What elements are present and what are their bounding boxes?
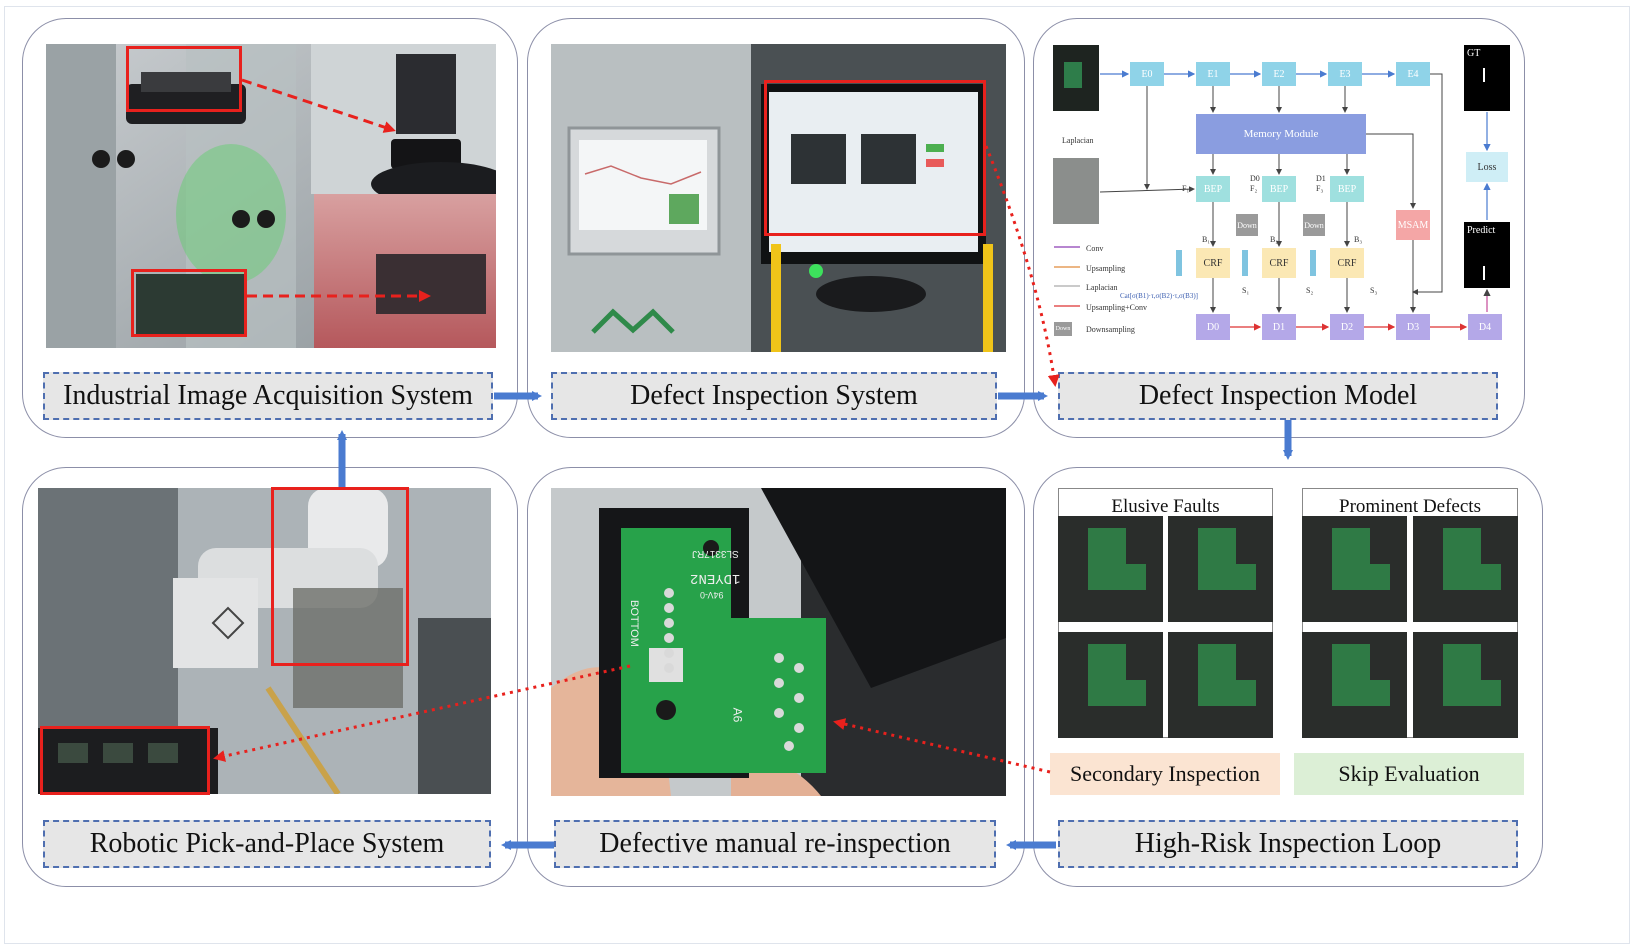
pcb-sample-tab (1088, 680, 1146, 706)
d0-small-label: D0 (1250, 174, 1260, 183)
main-flow (337, 391, 1293, 850)
f3-label: F₃ (1316, 184, 1324, 193)
decoder-d2: D2 (1330, 314, 1364, 340)
gt-image: GT (1464, 45, 1510, 111)
f2-label: F₂ (1250, 184, 1258, 193)
memory-module: Memory Module (1196, 114, 1366, 154)
red-arrow-camera (241, 78, 396, 133)
bep-1: BEP (1196, 176, 1230, 202)
predict-label: Predict (1467, 225, 1496, 236)
reinspection-caption: Defective manual re-inspection (554, 820, 996, 868)
model-diagram: Laplacian E0 E1 E2 E3 E4 Memory Module B… (1050, 42, 1512, 362)
robotic-photo (38, 488, 491, 794)
encoder-e1: E1 (1196, 62, 1230, 86)
model-connections (1054, 68, 1491, 331)
red-arrow-secondary-to-pcb (833, 718, 1051, 774)
elusive-fault-sample (1058, 632, 1163, 738)
bep-3: BEP (1330, 176, 1364, 202)
predict-image: Predict (1464, 222, 1510, 288)
laplacian-image-thumb (1053, 158, 1099, 224)
b1-label: B₁ (1202, 235, 1211, 244)
d1-small-label: D1 (1316, 174, 1326, 183)
bep-2: BEP (1262, 176, 1296, 202)
pcb-sample-tab (1198, 564, 1256, 590)
gt-label: GT (1467, 48, 1481, 59)
legend-conv: Conv (1086, 244, 1104, 253)
pcb-sample-tab (1443, 680, 1501, 706)
prominent-defect-sample (1302, 632, 1407, 738)
b2-label: B₂ (1270, 235, 1279, 244)
s2-label: S₂ (1306, 286, 1314, 295)
elusive-fault-sample (1058, 516, 1163, 622)
pcb-sample-tab (1332, 680, 1390, 706)
prominent-defect-sample (1413, 516, 1518, 622)
encoder-e0: E0 (1130, 62, 1164, 86)
acquisition-caption: Industrial Image Acquisition System (43, 372, 493, 420)
camera-highlight-box (126, 46, 242, 112)
legend-down-swatch: Down (1054, 322, 1072, 336)
elusive-fault-sample (1168, 516, 1273, 622)
legend-upsampling: Upsampling (1086, 264, 1126, 273)
encoder-e4: E4 (1396, 62, 1430, 86)
legend-upsampling-conv: Upsampling+Conv (1086, 303, 1147, 312)
s3-label: S₃ (1370, 286, 1378, 295)
robotic-caption: Robotic Pick-and-Place System (43, 820, 491, 868)
down-2: Down (1303, 214, 1325, 236)
decoder-d3: D3 (1396, 314, 1430, 340)
elusive-fault-sample (1168, 632, 1273, 738)
laplacian-label: Laplacian (1062, 136, 1094, 145)
robot-arm-highlight-box (271, 487, 409, 666)
encoder-e2: E2 (1262, 62, 1296, 86)
loop-caption: High-Risk Inspection Loop (1058, 820, 1518, 868)
secondary-inspection-tag: Secondary Inspection (1050, 753, 1280, 795)
decoder-d4: D4 (1468, 314, 1502, 340)
prominent-defect-sample (1413, 632, 1518, 738)
crf-2: CRF (1262, 248, 1296, 278)
encoder-e3: E3 (1328, 62, 1362, 86)
decoder-d0: D0 (1196, 314, 1230, 340)
skip-evaluation-tag: Skip Evaluation (1294, 753, 1524, 795)
monitor-highlight-box (764, 80, 986, 236)
red-arrow-pcb-to-tray (213, 664, 631, 762)
pcb-sample-tab (1198, 680, 1256, 706)
legend-laplacian: Laplacian (1086, 283, 1118, 292)
down-1: Down (1236, 214, 1258, 236)
prominent-defects-title: Prominent Defects (1339, 496, 1481, 517)
inspection-system-caption: Defect Inspection System (551, 372, 997, 420)
pcb-sample-tab (1088, 564, 1146, 590)
s1-label: S₁ (1242, 286, 1250, 295)
figure-frame (4, 6, 1630, 944)
crf-3: CRF (1330, 248, 1364, 278)
output-tray-highlight-box (40, 726, 210, 795)
decoder-d1: D1 (1262, 314, 1296, 340)
concat-formula: Cat[σ(B1)·τ,σ(B2)·τ,σ(B3)] (1120, 292, 1198, 300)
pcb-sample-tab (1332, 564, 1390, 590)
elusive-faults-title: Elusive Faults (1111, 496, 1220, 517)
red-arrow-monitor-to-model (984, 145, 1060, 387)
legend-downsampling: Downsampling (1086, 325, 1135, 334)
loss-node: Loss (1466, 152, 1508, 182)
crf-1: CRF (1196, 248, 1230, 278)
model-caption: Defect Inspection Model (1058, 372, 1498, 420)
product-highlight-box (131, 269, 247, 337)
inspection-system-photo (551, 44, 1006, 352)
prominent-defect-sample (1302, 516, 1407, 622)
b3-label: B₃ (1354, 235, 1363, 244)
msam-node: MSAM (1396, 210, 1430, 240)
pcb-sample-tab (1443, 564, 1501, 590)
f1-label: F₁ (1182, 184, 1190, 193)
pcb-mini-icon (1064, 62, 1082, 88)
